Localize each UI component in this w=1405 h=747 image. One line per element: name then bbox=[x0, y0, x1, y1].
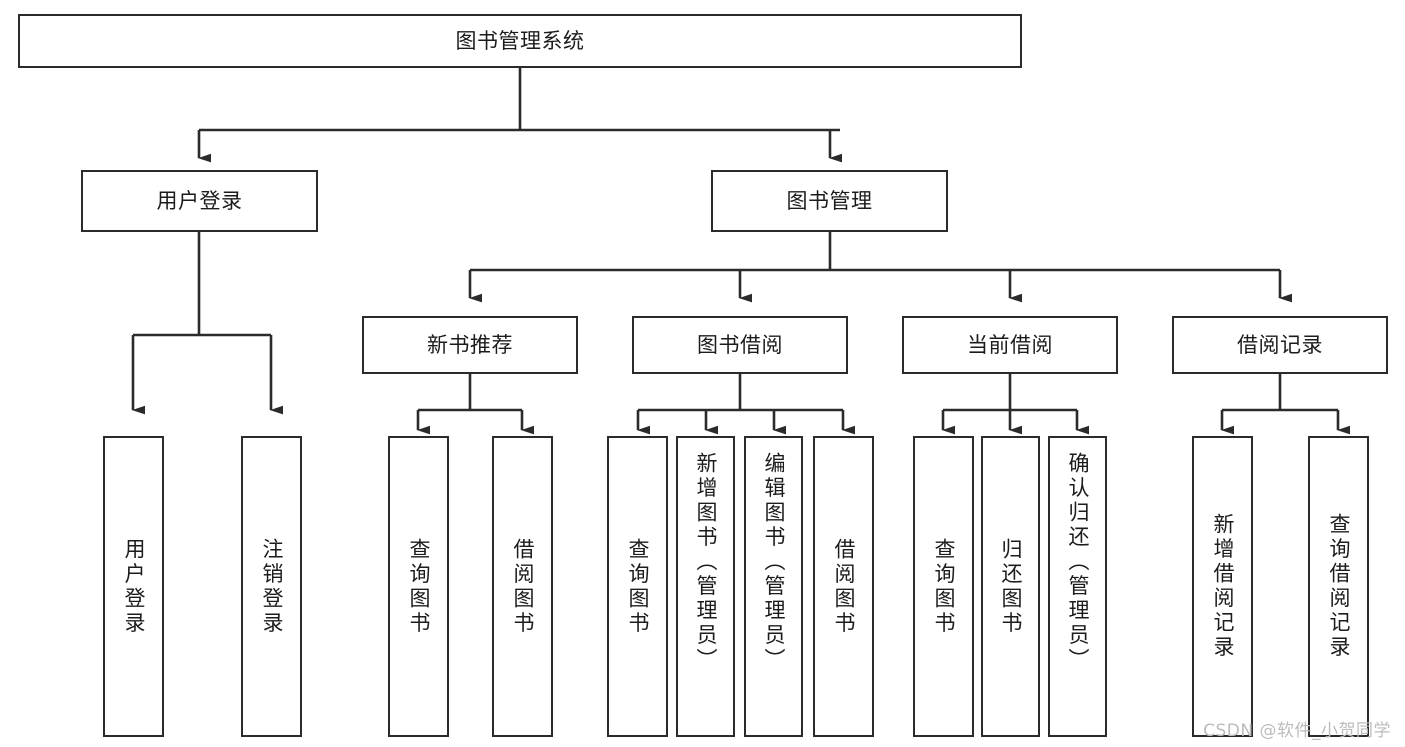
node-label: 借阅图书 bbox=[511, 537, 535, 636]
node-new-book-recommend[interactable]: 新书推荐 bbox=[362, 316, 578, 374]
leaf-query-book-current[interactable]: 查询图书 bbox=[913, 436, 974, 737]
leaf-user-login[interactable]: 用户登录 bbox=[103, 436, 164, 737]
node-label: 确认归还（管理员） bbox=[1066, 452, 1090, 673]
node-label: 当前借阅 bbox=[967, 332, 1053, 357]
leaf-query-book-borrow[interactable]: 查询图书 bbox=[607, 436, 668, 737]
leaf-add-book-admin[interactable]: 新增图书（管理员） bbox=[676, 436, 735, 737]
node-label: 编辑图书（管理员） bbox=[762, 452, 786, 673]
node-label: 归还图书 bbox=[999, 537, 1023, 636]
node-current-borrow[interactable]: 当前借阅 bbox=[902, 316, 1118, 374]
node-book-management[interactable]: 图书管理 bbox=[711, 170, 948, 232]
node-label: 用户登录 bbox=[156, 188, 243, 213]
node-label: 图书管理 bbox=[786, 188, 873, 213]
leaf-query-book-recommend[interactable]: 查询图书 bbox=[388, 436, 449, 737]
node-label: 查询图书 bbox=[626, 537, 650, 636]
leaf-logout-login[interactable]: 注销登录 bbox=[241, 436, 302, 737]
node-label: 新增借阅记录 bbox=[1211, 513, 1235, 660]
leaf-borrow-book[interactable]: 借阅图书 bbox=[813, 436, 874, 737]
leaf-query-borrow-record[interactable]: 查询借阅记录 bbox=[1308, 436, 1369, 737]
leaf-borrow-book-recommend[interactable]: 借阅图书 bbox=[492, 436, 553, 737]
node-label: 用户登录 bbox=[122, 537, 146, 636]
node-label: 借阅记录 bbox=[1237, 332, 1323, 357]
node-label: 查询借阅记录 bbox=[1327, 513, 1351, 660]
node-label: 图书借阅 bbox=[697, 332, 783, 357]
node-label: 借阅图书 bbox=[832, 537, 856, 636]
leaf-edit-book-admin[interactable]: 编辑图书（管理员） bbox=[744, 436, 803, 737]
leaf-return-book[interactable]: 归还图书 bbox=[981, 436, 1040, 737]
node-label: 查询图书 bbox=[407, 537, 431, 636]
node-user-login[interactable]: 用户登录 bbox=[81, 170, 318, 232]
node-book-borrow[interactable]: 图书借阅 bbox=[632, 316, 848, 374]
node-label: 注销登录 bbox=[260, 537, 284, 636]
leaf-confirm-return-admin[interactable]: 确认归还（管理员） bbox=[1048, 436, 1107, 737]
node-label: 新书推荐 bbox=[427, 332, 513, 357]
node-label: 图书管理系统 bbox=[455, 28, 585, 53]
node-label: 新增图书（管理员） bbox=[694, 452, 718, 673]
node-borrow-record[interactable]: 借阅记录 bbox=[1172, 316, 1388, 374]
node-root-system[interactable]: 图书管理系统 bbox=[18, 14, 1022, 68]
leaf-add-borrow-record[interactable]: 新增借阅记录 bbox=[1192, 436, 1253, 737]
node-label: 查询图书 bbox=[932, 537, 956, 636]
